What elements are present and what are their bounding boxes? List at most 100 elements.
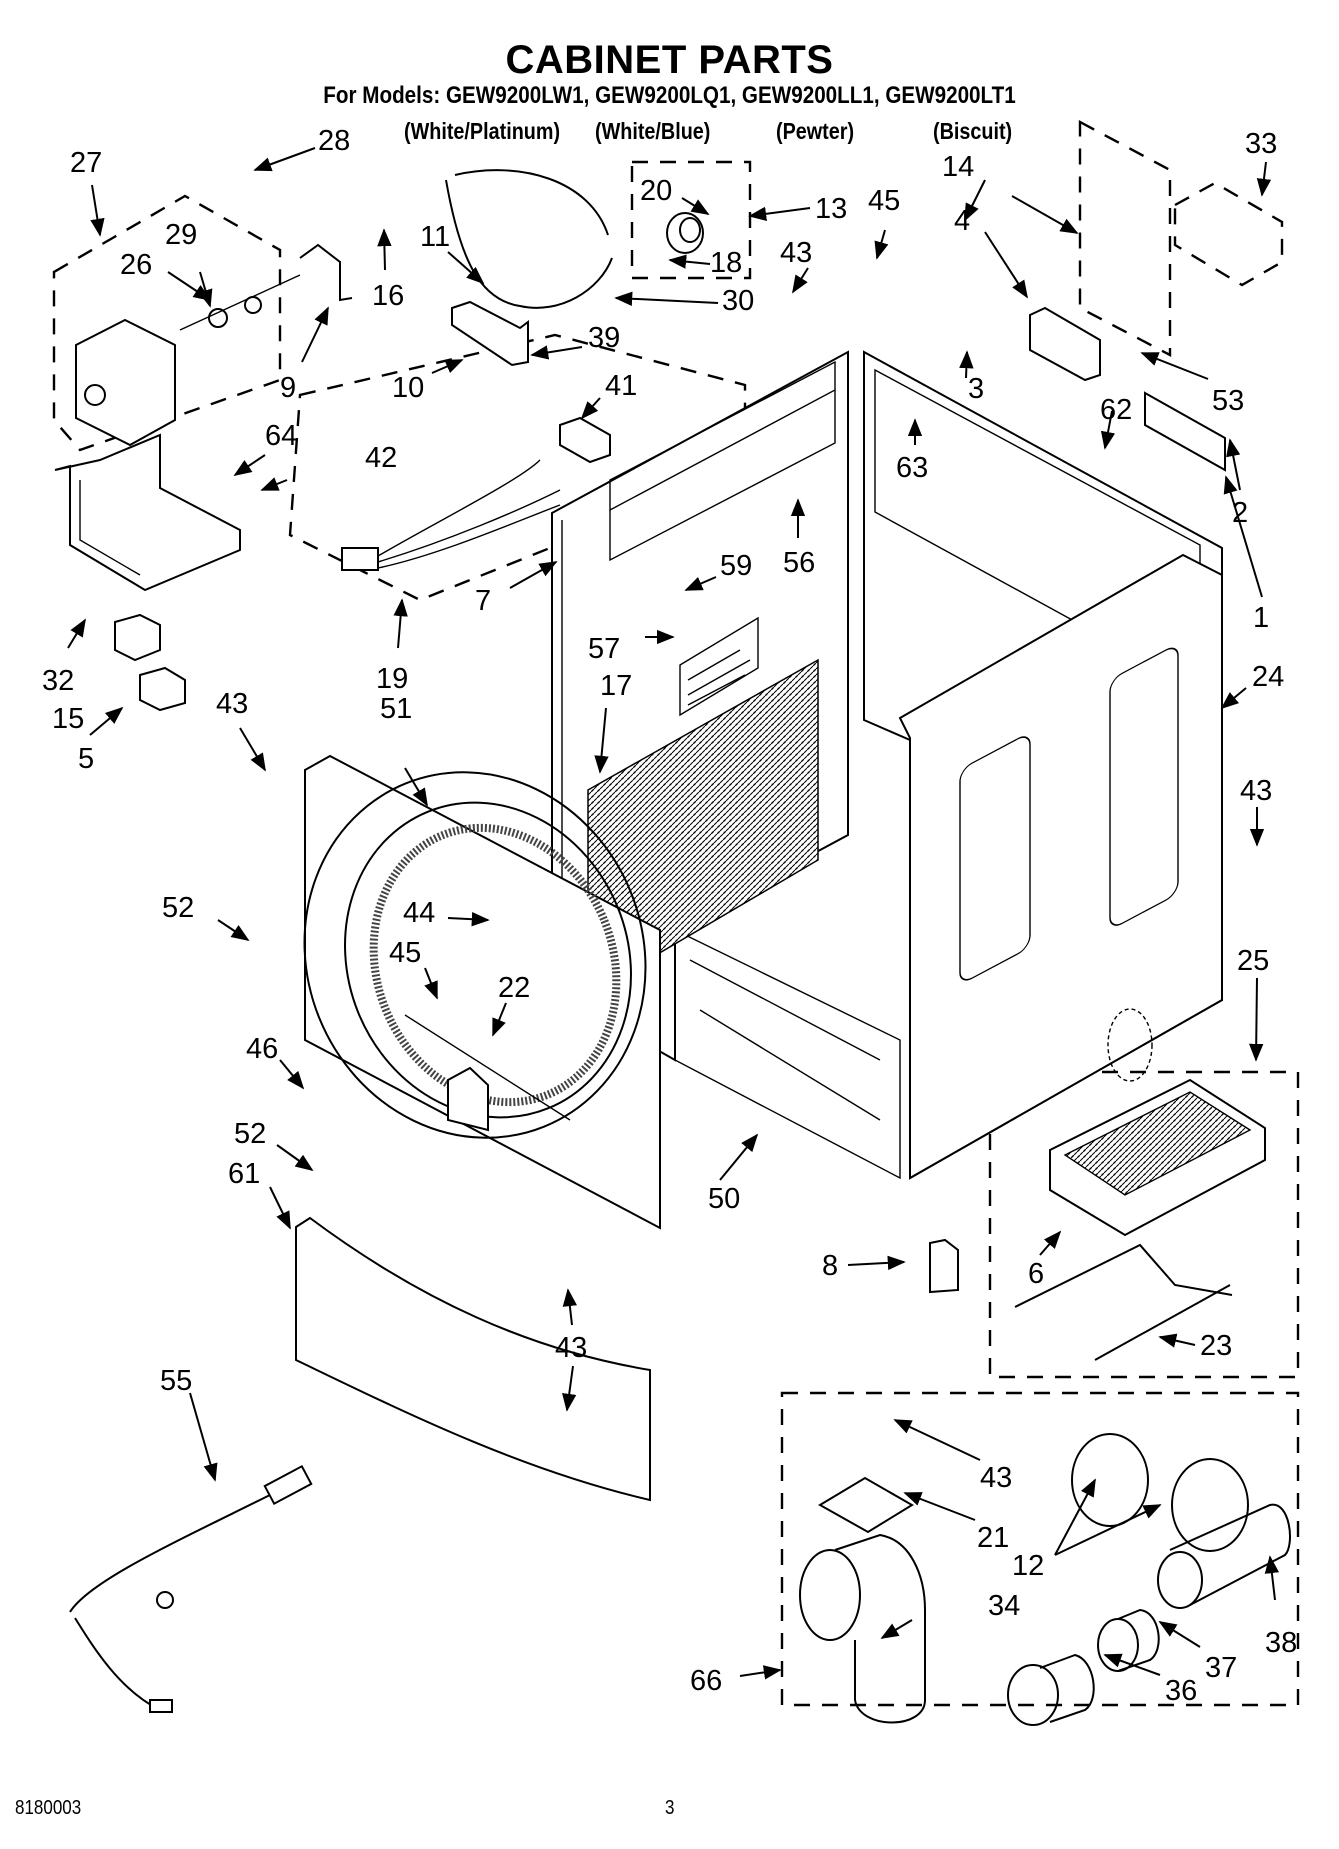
callout-45: 45 xyxy=(389,937,421,969)
toe-panel-61 xyxy=(295,1216,651,1502)
rod-23 xyxy=(1014,1243,1233,1361)
callout-13: 13 xyxy=(815,193,847,225)
model-list: For Models: GEW9200LW1, GEW9200LQ1, GEW9… xyxy=(323,82,1016,109)
callout-52: 52 xyxy=(162,892,194,924)
terminal-block-4 xyxy=(1029,306,1101,382)
callout-8: 8 xyxy=(822,1250,838,1282)
callout-50: 50 xyxy=(708,1183,740,1215)
callout-26: 26 xyxy=(120,249,152,281)
motor-kit-box xyxy=(52,194,282,452)
callout-7: 7 xyxy=(475,585,491,617)
callout-23: 23 xyxy=(1200,1330,1232,1362)
variant-pewter: (Pewter) xyxy=(776,118,855,144)
callout-14: 14 xyxy=(942,151,974,183)
callout-28: 28 xyxy=(318,125,350,157)
leveling-leg-8 xyxy=(929,1238,959,1294)
motor-clip-9 xyxy=(299,243,353,302)
cabinet-side-panel xyxy=(863,350,1223,1180)
callout-42: 42 xyxy=(365,442,397,474)
callout-39: 39 xyxy=(588,322,620,354)
callout-3: 3 xyxy=(968,373,984,405)
page-number: 3 xyxy=(665,1797,675,1819)
callout-1: 1 xyxy=(1253,602,1269,634)
callout-43: 43 xyxy=(1240,775,1272,807)
vent-kit-box-66 xyxy=(780,1391,1300,1707)
callout-56: 56 xyxy=(783,547,815,579)
document-number: 8180003 xyxy=(15,1797,82,1819)
leader-lines xyxy=(67,147,1280,1680)
callout-37: 37 xyxy=(1205,1652,1237,1684)
callout-43: 43 xyxy=(216,688,248,720)
variant-biscuit: (Biscuit) xyxy=(933,118,1013,144)
callout-17: 17 xyxy=(600,670,632,702)
terminal-kit-box-14 xyxy=(1078,120,1172,357)
callout-59: 59 xyxy=(720,550,752,582)
callout-34: 34 xyxy=(988,1590,1020,1622)
callout-66: 66 xyxy=(690,1665,722,1697)
callout-53: 53 xyxy=(1212,385,1244,417)
exhaust-hood-36 xyxy=(1007,1653,1095,1726)
callout-2: 2 xyxy=(1232,497,1248,529)
wire-harness-55 xyxy=(69,1464,313,1713)
duct-37 xyxy=(1097,1608,1160,1672)
variant-white-blue: (White/Blue) xyxy=(595,118,711,144)
callout-46: 46 xyxy=(246,1033,278,1065)
callout-61: 61 xyxy=(228,1158,260,1190)
duct-38 xyxy=(1157,1503,1291,1609)
callout-19: 19 xyxy=(376,663,408,695)
callout-33: 33 xyxy=(1245,128,1277,160)
callout-62: 62 xyxy=(1100,394,1132,426)
callout-5: 5 xyxy=(78,743,94,775)
door-switch-41 xyxy=(559,416,611,464)
callout-24: 24 xyxy=(1252,661,1284,693)
motor-mount-32 xyxy=(54,433,241,592)
callout-20: 20 xyxy=(640,175,672,207)
callout-32: 32 xyxy=(42,665,74,697)
callout-51: 51 xyxy=(380,693,412,725)
callout-55: 55 xyxy=(160,1365,192,1397)
callout-15: 15 xyxy=(52,703,84,735)
drive-motor-27 xyxy=(75,274,301,447)
callout-44: 44 xyxy=(403,897,435,929)
clamps-12 xyxy=(1071,1433,1249,1552)
callout-10: 10 xyxy=(392,372,424,404)
callout-27: 27 xyxy=(70,147,102,179)
callout-36: 36 xyxy=(1165,1675,1197,1707)
callout-4: 4 xyxy=(954,205,970,237)
callout-22: 22 xyxy=(498,972,530,1004)
callout-30: 30 xyxy=(722,285,754,317)
callout-64: 64 xyxy=(265,420,297,452)
callout-18: 18 xyxy=(710,247,742,279)
callout-43: 43 xyxy=(780,237,812,269)
callout-6: 6 xyxy=(1028,1258,1044,1290)
terminal-kit-box-33 xyxy=(1173,181,1284,287)
callout-43: 43 xyxy=(980,1462,1012,1494)
variant-white-platinum: (White/Platinum) xyxy=(404,118,561,144)
switch-5 xyxy=(139,666,186,712)
idler-pulley-18 xyxy=(666,212,704,254)
callout-12: 12 xyxy=(1012,1550,1044,1582)
wiring-label-57 xyxy=(679,616,759,717)
callout-11: 11 xyxy=(420,221,450,253)
callout-57: 57 xyxy=(588,633,620,665)
callout-45: 45 xyxy=(868,185,900,217)
callout-63: 63 xyxy=(896,452,928,484)
callout-43: 43 xyxy=(555,1332,587,1364)
callout-29: 29 xyxy=(165,219,197,251)
callout-16: 16 xyxy=(372,280,404,312)
page-title: CABINET PARTS xyxy=(505,38,834,82)
access-cover-62 xyxy=(1144,391,1226,472)
callout-52: 52 xyxy=(234,1118,266,1150)
callout-9: 9 xyxy=(280,372,296,404)
callout-labels: 27 28 29 26 9 16 11 10 39 30 20 18 13 43… xyxy=(42,125,1297,1707)
callout-25: 25 xyxy=(1237,945,1269,977)
drive-belt-30 xyxy=(445,169,613,309)
callout-41: 41 xyxy=(605,370,637,402)
harness-19 xyxy=(341,459,561,571)
callout-38: 38 xyxy=(1265,1627,1297,1659)
callout-21: 21 xyxy=(977,1522,1009,1554)
lint-filter-6 xyxy=(1049,1078,1266,1237)
switch-15 xyxy=(114,613,161,662)
idler-bracket-39 xyxy=(451,300,529,367)
